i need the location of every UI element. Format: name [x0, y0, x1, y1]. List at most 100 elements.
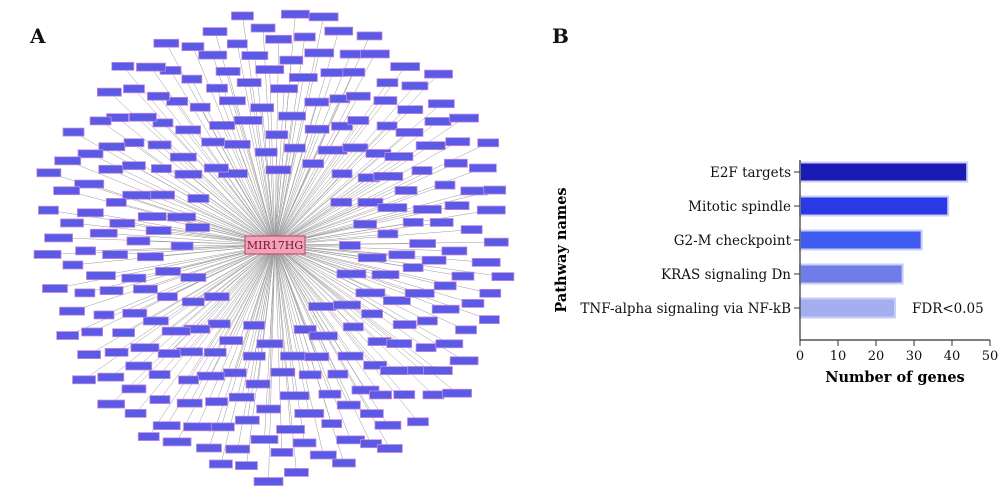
network-edge [232, 100, 276, 246]
gene-node [318, 389, 342, 399]
network-edge [71, 222, 276, 246]
gene-node [351, 385, 380, 395]
gene-node [360, 439, 382, 449]
gene-node [377, 229, 399, 239]
network-edge [274, 244, 503, 277]
gene-node [357, 198, 384, 207]
gene-node [376, 444, 403, 453]
gene-node [102, 250, 129, 259]
gene-node [56, 331, 80, 340]
category-label: Mitotic spindle [688, 199, 791, 215]
gene-node [122, 161, 146, 171]
network-edge [274, 14, 296, 246]
gene-node [243, 320, 266, 330]
gene-node [203, 292, 230, 302]
gene-node [279, 55, 304, 65]
gene-node [336, 400, 361, 410]
gene-node [380, 366, 409, 376]
gene-node [53, 186, 80, 196]
panel-b-letter: B [552, 24, 569, 48]
gene-node [157, 349, 181, 358]
gene-node [279, 391, 310, 401]
network-edge [274, 244, 465, 361]
gene-node [250, 103, 275, 113]
network-edge [274, 209, 492, 246]
gene-node [121, 384, 147, 394]
gene-node [424, 117, 452, 126]
y-axis [794, 160, 801, 340]
gene-node [324, 26, 354, 36]
network-edge [274, 129, 318, 246]
x-tick-label: 20 [868, 349, 885, 364]
gene-node [242, 351, 266, 361]
gene-node [256, 404, 282, 414]
network-edge [274, 35, 370, 246]
gene-node [342, 67, 366, 77]
gene-node [104, 347, 129, 357]
network-edge [274, 244, 381, 396]
network-edge [274, 73, 439, 246]
gene-node [443, 158, 468, 168]
gene-node [355, 288, 386, 298]
gene-node [123, 84, 145, 94]
gene-node [359, 409, 384, 418]
gene-node [256, 339, 284, 349]
gene-node [207, 319, 231, 329]
gene-node [181, 297, 205, 307]
gene-node [93, 310, 115, 320]
network-nodes [33, 9, 515, 486]
network-edge [274, 241, 497, 246]
gene-node [382, 296, 411, 306]
gene-node [427, 99, 455, 109]
gene-node [148, 370, 171, 379]
gene-node [357, 253, 387, 263]
gene-node [196, 371, 225, 381]
gene-node [444, 201, 470, 211]
gene-node [185, 223, 210, 232]
gene-node [270, 367, 296, 377]
gene-node [124, 409, 147, 418]
gene-node [74, 179, 105, 189]
category-label: G2-M checkpoint [674, 233, 792, 249]
gene-node [136, 62, 166, 72]
gene-node [413, 205, 442, 214]
gene-node [308, 302, 337, 311]
gene-node [304, 124, 330, 134]
network-edge [274, 244, 284, 373]
gene-node [121, 273, 147, 283]
gene-node [395, 128, 424, 137]
gene-node [180, 273, 207, 282]
x-tick-label: 0 [796, 349, 804, 364]
gene-node [187, 194, 210, 203]
gene-node [339, 49, 362, 59]
gene-node [294, 409, 325, 418]
gene-node [270, 84, 299, 94]
gene-node [254, 147, 278, 157]
network-edge [196, 244, 276, 330]
network-edge [159, 144, 276, 246]
gene-node [203, 163, 229, 173]
gene-node [461, 299, 485, 308]
gene-node [360, 49, 390, 59]
network-edge [274, 96, 359, 246]
gene-node [226, 39, 248, 49]
gene-node [402, 217, 424, 227]
gene-node [126, 236, 151, 246]
gene-node [142, 316, 169, 326]
gene-node [75, 246, 96, 256]
gene-node [161, 326, 191, 336]
gene-node [390, 62, 421, 72]
gene-node [38, 205, 59, 215]
gene-node [153, 38, 180, 48]
gene-node [376, 121, 398, 131]
network-edge [215, 244, 276, 353]
gene-node [415, 141, 446, 151]
gene-node [288, 73, 318, 82]
gene-node [207, 422, 235, 432]
gene-node [276, 425, 305, 434]
bar [799, 195, 950, 217]
gene-node [236, 78, 262, 88]
gene-node [231, 11, 254, 21]
